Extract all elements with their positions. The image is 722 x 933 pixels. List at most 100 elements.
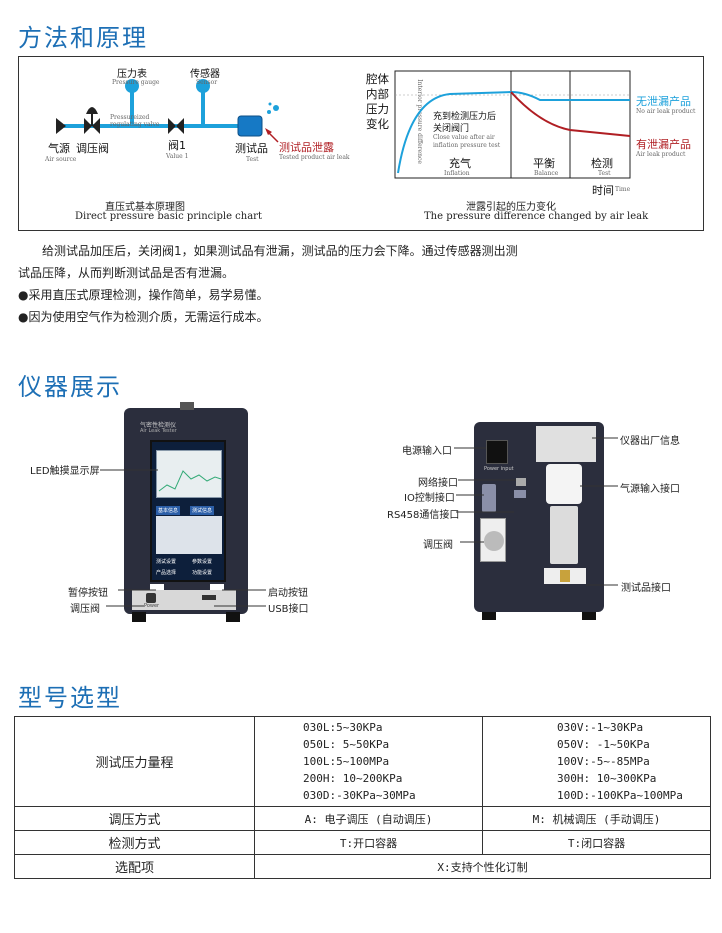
test-label: 测试品 — [235, 142, 268, 155]
front-base-panel: Power — [132, 590, 236, 610]
phase-inflation: 充气 — [449, 157, 471, 170]
screen-menu-param[interactable]: 参数设置 — [192, 559, 213, 565]
chart-annot-en-1: Close value after air — [433, 134, 495, 141]
diagram2-caption: 泄露引起的压力变化 — [466, 202, 556, 213]
pressure-gauge-icon — [125, 79, 139, 93]
screen-btn-basic[interactable]: 基本信息 — [156, 506, 181, 515]
regulating-valve-icon — [86, 107, 98, 114]
row3-head: 检测方式 — [14, 830, 255, 855]
noleak-label: 无泄漏产品 — [636, 95, 691, 108]
diagram1-caption: 直压式基本原理图 — [105, 202, 185, 213]
callout-usb: USB接口 — [268, 604, 309, 615]
phase-test-en: Test — [598, 170, 611, 177]
callout-front-regulator: 调压阀 — [70, 604, 100, 615]
pause-button[interactable] — [150, 584, 164, 592]
valve1-label: 阀1 — [168, 139, 186, 152]
rs458-port[interactable] — [514, 490, 526, 498]
screen-menu-function[interactable]: 功能设置 — [192, 570, 213, 576]
start-button[interactable] — [210, 584, 224, 592]
air-source-label: 气源 — [48, 142, 70, 155]
sensor-label-en: Sensor — [196, 79, 218, 86]
row3-left: T:开口容器 — [254, 830, 483, 855]
test-label-en: Test — [246, 156, 259, 163]
io-port[interactable] — [482, 484, 496, 512]
touch-screen[interactable]: 基本信息 测试信息 测试设置 参数设置 产品选择 功能设置 — [150, 440, 226, 582]
test-product-icon — [237, 115, 263, 137]
screen-btn-test[interactable]: 测试信息 — [190, 506, 215, 515]
model-spec-table: 测试压力量程 030L:5~30KPa 050L: 5~50KPa 100L:5… — [14, 716, 711, 879]
screen-menu-product[interactable]: 产品选择 — [156, 570, 177, 576]
callout-power-in: 电源输入口 — [402, 446, 452, 457]
callout-factory-info: 仪器出厂信息 — [620, 436, 680, 447]
regulator-label-en2: regulating valve — [110, 121, 160, 128]
sensor-label: 传感器 — [190, 69, 220, 80]
direct-pressure-diagram — [56, 79, 279, 143]
factory-info-plate — [536, 426, 596, 462]
callout-air-in: 气源输入接口 — [620, 484, 680, 495]
table-row: 检测方式 T:开口容器 T:闭口容器 — [14, 830, 711, 855]
power-input-socket[interactable] — [486, 440, 508, 464]
regulator-label-en1: Pressureized — [110, 114, 150, 121]
device-brand-en: Air Leak Tester — [140, 428, 177, 434]
chart-annot-1: 充到检测压力后 — [433, 112, 497, 122]
callout-start: 启动按钮 — [268, 588, 308, 599]
callout-rs458: RS458通信接口 — [387, 510, 460, 521]
leak-curve — [510, 91, 631, 137]
noleak-label-en: No air leak product — [636, 108, 696, 115]
chart-annot-en-2: inflation pressure test — [433, 142, 501, 149]
phase-balance: 平衡 — [533, 157, 555, 170]
valve1-label-en: Value 1 — [166, 153, 189, 160]
valve1-icon — [176, 118, 184, 134]
screen-menu-test-settings[interactable]: 测试设置 — [156, 559, 177, 565]
section-title-display: 仪器展示 — [18, 373, 122, 401]
phase-balance-en: Balance — [534, 170, 559, 177]
chart-frame — [394, 70, 631, 179]
left-ranges: 030L:5~30KPa 050L: 5~50KPa 100L:5~100MPa… — [254, 716, 483, 807]
diagram2-caption-en: The pressure difference changed by air l… — [424, 211, 649, 222]
table-row: 测试压力量程 030L:5~30KPa 050L: 5~50KPa 100L:5… — [14, 716, 711, 807]
phase-inflation-en: Inflation — [444, 170, 470, 177]
power-label: Power — [144, 603, 160, 609]
leak-label: 测试品泄露 — [279, 141, 334, 154]
network-port[interactable] — [516, 478, 526, 486]
callout-test-port: 测试品接口 — [621, 583, 671, 594]
diagram1-caption-en: Direct pressure basic principle chart — [75, 211, 262, 222]
row3-right: T:闭口容器 — [482, 830, 711, 855]
gauge-label: 压力表 — [117, 69, 147, 80]
table-row: 选配项 X:支持个性化订制 — [14, 854, 711, 879]
back-regulator[interactable] — [480, 518, 506, 562]
chart-annot-2: 关闭阀门 — [433, 124, 470, 134]
row2-left: A: 电子调压 (自动调压) — [254, 806, 483, 831]
row4-value: X:支持个性化订制 — [254, 854, 711, 879]
section-title-model: 型号选型 — [18, 684, 122, 712]
air-source-label-en: Air source — [45, 156, 77, 163]
device-brand: 气密性检测仪 — [140, 422, 177, 429]
leak-arrow-icon — [265, 128, 272, 135]
air-source-icon — [56, 118, 66, 134]
chart-ylabel: 腔体 内部 压力 变化 — [366, 72, 389, 131]
row2-head: 调压方式 — [14, 806, 255, 831]
leak-label2-en: Air leak product — [636, 151, 686, 158]
filter-unit — [550, 506, 578, 564]
no-leak-curve — [397, 90, 630, 174]
principle-box — [18, 56, 704, 231]
test-port[interactable] — [544, 568, 586, 584]
usb-port[interactable] — [202, 595, 216, 600]
phase-test: 检测 — [591, 157, 613, 170]
row2-right: M: 机械调压 (手动调压) — [482, 806, 711, 831]
front-device: 气密性检测仪 Air Leak Tester 基本信息 测试信息 测试设置 参数… — [124, 402, 248, 614]
callout-pause: 暂停按钮 — [68, 588, 108, 599]
pressure-change-chart — [394, 70, 631, 179]
time-label-en: Time — [615, 186, 631, 193]
gauge-label-en: Pressure gauge — [112, 79, 160, 86]
section-title-method: 方法和原理 — [18, 24, 148, 52]
right-ranges: 030V:-1~30KPa 050V: -1~50KPa 100V:-5~-85… — [482, 716, 711, 807]
callout-back-regulator: 调压阀 — [423, 540, 453, 551]
leak-label2: 有泄漏产品 — [636, 138, 691, 151]
leak-label-en: Tested product air leak — [279, 154, 350, 161]
regulator-knob[interactable] — [146, 593, 156, 603]
leak-bubbles-icon — [268, 102, 272, 106]
air-inlet-valve[interactable] — [546, 464, 582, 504]
callout-screen: LED触摸显示屏 — [30, 466, 100, 477]
callout-io: IO控制接口 — [404, 493, 455, 504]
